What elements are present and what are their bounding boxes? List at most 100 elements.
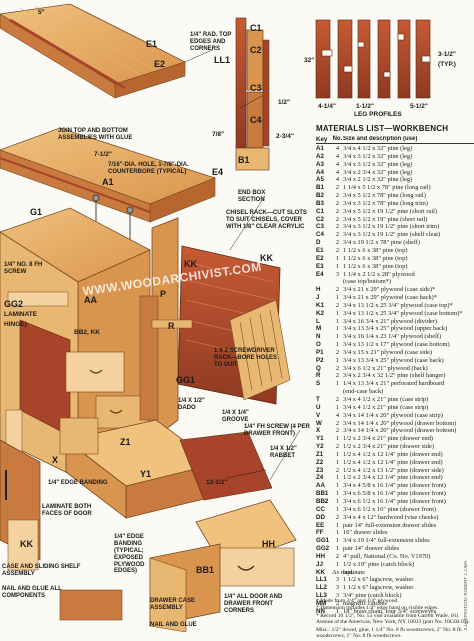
row-key: MM	[316, 599, 327, 607]
row-count: 2	[335, 246, 340, 254]
label-y1: Y1	[140, 469, 152, 479]
row-description: 1 1/2 x 6" lagscrew, washer	[343, 584, 414, 592]
row-description: 1 1/2 x 6 x 38" pine (top)	[343, 246, 408, 254]
row-count: 1	[335, 309, 340, 317]
row-count: 2	[335, 372, 340, 380]
label-hh: HH	[262, 539, 275, 549]
row-key: A2	[316, 152, 324, 160]
row-key: E3	[316, 262, 324, 270]
row-description: 1/2 x 19" pine (catch block)	[343, 560, 415, 568]
row-key: B2	[316, 192, 324, 200]
row-description: 3/4 x 16 3/4 x 21" plywood (divider)	[343, 317, 438, 325]
fh-screw-note: 1/4" FH SCREW (4 PER DRAWER FRONT)	[244, 424, 310, 437]
end-box-half: 1/2"	[278, 99, 291, 106]
row-key: W	[316, 419, 322, 427]
row-description: 3/4 x 15 x 21" plywood (case side)	[343, 348, 433, 356]
illustration-credit: ILLUSTRATION: ROBERT J. LIMA	[463, 560, 468, 630]
label-c4: C4	[250, 115, 262, 125]
row-description: 3/4 x 3 1/2 x 19 1/2" pine (short trim)	[343, 223, 440, 231]
join-top-note: JOIN TOP AND BOTTOM ASSEMBLIES WITH GLUE	[58, 128, 133, 141]
row-description: 3/4 x 3 1/2 x 78" pine (long trim)	[343, 199, 428, 207]
row-count: 4	[335, 168, 340, 176]
label-e2: E2	[154, 59, 166, 69]
row-description: 3/4 x 5 1/2 x 19 1/2" pine (short rail)	[343, 207, 438, 215]
row-count: 1	[335, 356, 340, 364]
row-key: A4	[316, 168, 324, 176]
leg-dim-414: 4-1/4"	[318, 103, 336, 110]
row-description: 3/4 x 6 5/8 x 16 1/4" pine (drawer front…	[343, 490, 446, 498]
label-x: X	[52, 455, 59, 465]
row-key: Y2	[316, 443, 324, 451]
row-key: Y1	[316, 435, 324, 443]
label-gg1: GG1	[176, 375, 196, 385]
row-description: 1/2 x 2 3/4 x 21" pine (drawer side)	[343, 443, 434, 451]
row-description: 3/4" pine (catch block)	[343, 592, 402, 600]
row-key: K2	[316, 309, 324, 317]
label-gg2: GG2	[4, 299, 24, 309]
row-description: pair 14" full-extension drawer slides	[343, 521, 437, 529]
row-key: E4	[316, 270, 324, 278]
label-c1: C1	[250, 23, 262, 33]
row-key: H	[316, 286, 321, 294]
row-description: 3/4 x 6 1/2 x 21" plywood (back)	[343, 364, 428, 372]
row-count: As reqd.	[332, 568, 354, 576]
row-description: 3/4 x 13 3/4 x 25" plywood (upper back)	[343, 325, 448, 333]
drawer-assembly	[59, 417, 297, 587]
row-key: N	[316, 333, 321, 341]
row-count: 4	[335, 411, 340, 419]
row-count: 2	[335, 223, 340, 231]
row-count: 2	[335, 184, 340, 192]
row-count: 2	[335, 396, 340, 403]
row-count: 1	[335, 254, 340, 262]
materials-note: Misc.: 1/2" dowel, glue, 1 1/4" No. 8 fh…	[316, 626, 462, 640]
row-key: CC	[316, 505, 325, 513]
row-description: 3/4 x 14 1/4 x 20" plywood (drawer botto…	[343, 427, 457, 435]
row-count: 2	[335, 215, 340, 223]
label-kk-1: KK	[184, 259, 197, 269]
header-no: No.	[332, 136, 343, 142]
laminate-label: LAMINATE	[4, 311, 38, 318]
row-count	[332, 278, 343, 286]
screwdriver-rack	[139, 295, 193, 421]
row-key: Z1	[316, 450, 324, 458]
row-description: 3/4 x 13 1/2 x 25 3/4" plywood (case bot…	[343, 309, 463, 317]
hinge-label: HINGE)	[4, 321, 27, 328]
row-count: 2	[335, 552, 340, 560]
row-description: 3/4 x 16 1/4 x 23 1/4" plywood (shelf)	[343, 333, 442, 341]
row-key: GG2	[316, 545, 330, 553]
row-key: BB1	[316, 490, 329, 498]
row-key: P1	[316, 348, 324, 356]
rabbet-note: 1/4 X 1/2" RABBET	[270, 446, 297, 459]
row-count: 1	[335, 497, 340, 505]
row-description: 1 1/2 x 6" lagscrew, washer	[343, 576, 414, 584]
row-description: 3/4 x 3 1/2 x 32" pine (leg)	[343, 160, 413, 168]
row-description: 3/4 x 13 1/2 x 25 3/4" plywood (case top…	[343, 301, 453, 309]
dado-label: 1/4 X 1/2" DADO	[178, 398, 205, 411]
row-description: 3/4 x 5 1/2 x 78" pine (long rail)	[343, 192, 426, 200]
table-row: (end-case back)	[316, 388, 474, 396]
row-key: FF	[316, 529, 324, 537]
row-description: 3/4 x 5 1/2 x 19" pine (short rail)	[343, 215, 428, 223]
row-description: laminate	[343, 568, 366, 576]
end-box-dim-78: 7/8"	[212, 131, 225, 138]
leg-profiles-title: LEG PROFILES	[354, 111, 402, 118]
dim-5: 5"	[38, 9, 45, 16]
row-key: B1	[316, 184, 324, 192]
row-count: 2	[335, 348, 340, 356]
